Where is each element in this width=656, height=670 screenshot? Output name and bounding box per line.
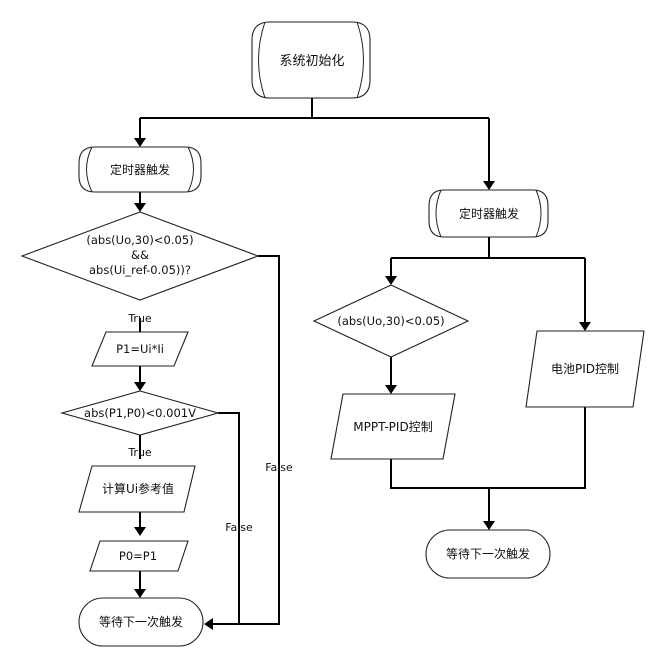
right-condition-node: (abs(Uo,30)<0.05) (312, 284, 470, 358)
compute-node: 计算Ui参考值 (78, 465, 196, 513)
arrowheads (134, 138, 591, 630)
right-timer-label: 定时器触发 (459, 206, 519, 221)
connector-cond1-false (212, 255, 280, 625)
arrowhead-cond1 (134, 203, 146, 212)
condition-1-line-3: abs(Ui_ref-0.05))? (89, 263, 191, 277)
condition-1-line-2: && (131, 248, 149, 262)
right-condition-label: (abs(Uo,30)<0.05) (337, 314, 444, 328)
battery-node: 电池PID控制 (525, 330, 645, 408)
connector-cond2-false (218, 412, 240, 624)
connectors (139, 98, 586, 625)
mppt-label: MPPT-PID控制 (353, 420, 432, 434)
mppt-node: MPPT-PID控制 (330, 393, 456, 460)
left-timer-node: 定时器触发 (78, 146, 202, 193)
false-label-outer: False (265, 461, 293, 474)
left-wait-label: 等待下一次触发 (99, 614, 183, 629)
left-wait-node: 等待下一次触发 (78, 597, 204, 647)
condition-2-label: abs(P1,P0)<0.001V (84, 406, 196, 420)
arrowhead-battery (579, 322, 591, 331)
arrowhead-cond2 (134, 382, 146, 391)
left-timer-label: 定时器触发 (110, 162, 170, 177)
arrowhead-mppt (385, 385, 397, 394)
arrowhead-right-timer (483, 181, 495, 190)
compute-label: 计算Ui参考值 (102, 481, 174, 496)
start-node: 系统初始化 (251, 21, 371, 99)
arrowhead-update (134, 527, 146, 536)
right-wait-node: 等待下一次触发 (425, 529, 551, 579)
right-wait-label: 等待下一次触发 (446, 546, 530, 561)
battery-label: 电池PID控制 (551, 362, 619, 376)
arrowhead-left-timer (134, 138, 146, 147)
condition-2-node: abs(P1,P0)<0.001V (59, 390, 221, 436)
condition-1-node: (abs(Uo,30)<0.05) && abs(Ui_ref-0.05))? (20, 211, 260, 301)
right-timer-node: 定时器触发 (428, 189, 549, 238)
true-label-2: True (127, 446, 152, 459)
false-label-inner: False (225, 521, 253, 534)
update-node: P0=P1 (89, 540, 189, 572)
update-label: P0=P1 (119, 549, 157, 563)
power-calc-node: P1=Ui*Ii (91, 331, 189, 367)
arrowhead-right-wait (483, 521, 495, 530)
power-calc-label: P1=Ui*Ii (116, 342, 164, 356)
condition-1-line-1: (abs(Uo,30)<0.05) (86, 233, 193, 247)
arrowhead-right-cond (385, 276, 397, 285)
arrowhead-left-wait-side (204, 618, 213, 630)
arrowhead-left-wait (134, 589, 146, 598)
start-label: 系统初始化 (279, 54, 344, 69)
true-label-1: True (127, 312, 152, 325)
